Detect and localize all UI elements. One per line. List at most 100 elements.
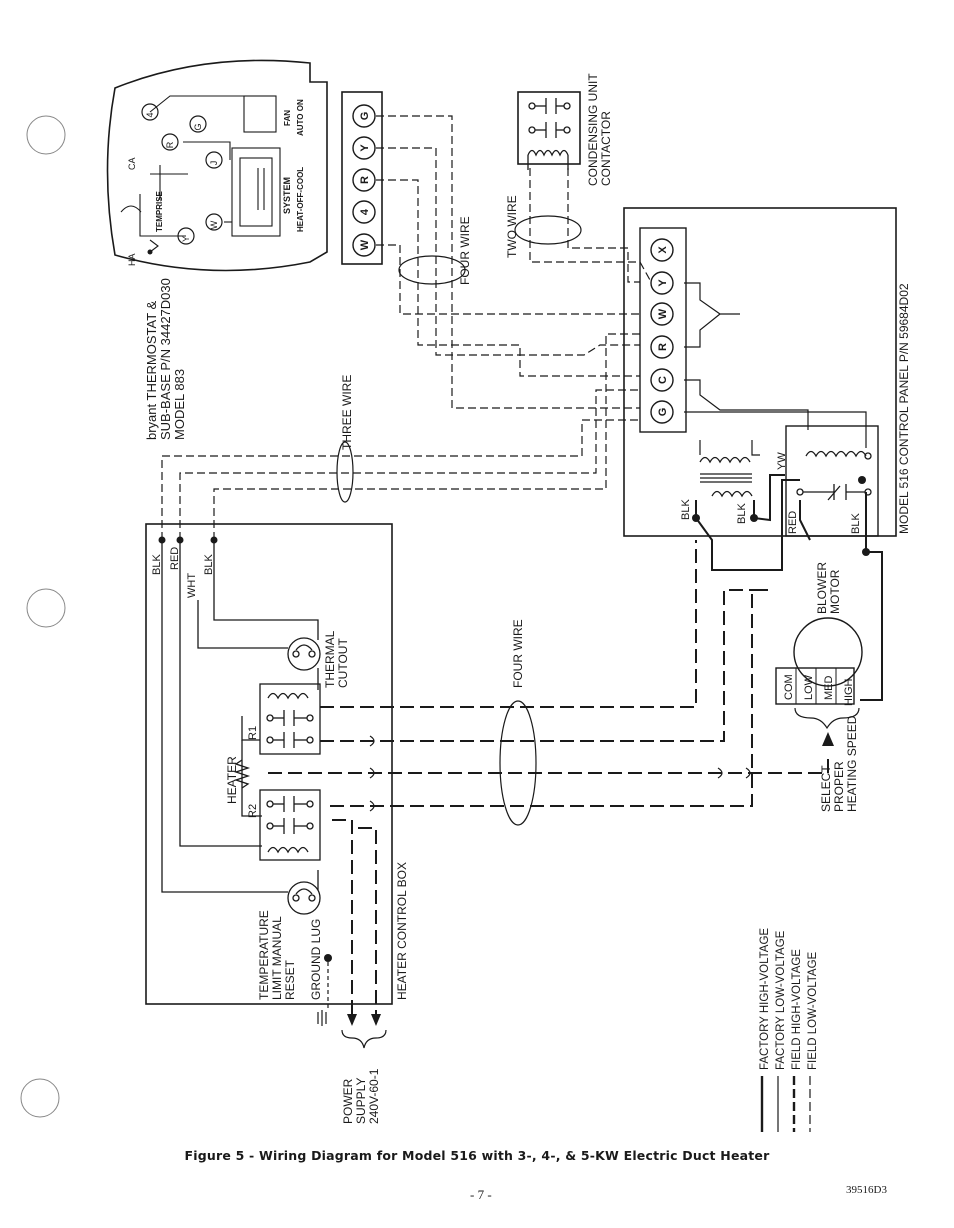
power-supply-label: 240V-60-1 [367, 1068, 381, 1124]
panel-terminal-label: R [657, 343, 669, 351]
heater-wire-label: WHT [186, 573, 198, 598]
subbase-terminal-label: G [359, 112, 371, 121]
power-arrows [347, 1014, 381, 1026]
panel-wire-blk-2: BLK [736, 503, 748, 524]
subbase-terminal-w [352, 233, 376, 257]
contactor-label: CONDENSING UNIT [586, 73, 600, 186]
thermostat-model-label: MODEL 883 [172, 369, 187, 440]
thermostat-terminal-label: 4 [145, 112, 155, 117]
legend-label: FACTORY HIGH-VOLTAGE [759, 928, 771, 1070]
blower-speed-terminal-block [775, 667, 855, 705]
thermostat-terminal-label: W [209, 220, 219, 229]
subbase-terminal-y [352, 136, 376, 160]
four-wire-bottom-bundle-marker [499, 700, 537, 826]
temperature-limit-switch [287, 881, 321, 915]
panel-terminal-label: W [657, 308, 669, 319]
ground-lug-label: GROUND LUG [309, 919, 323, 1000]
legend-label: FIELD LOW-VOLTAGE [807, 951, 819, 1070]
system-label: SYSTEM [282, 177, 292, 214]
thermal-cutout [287, 637, 321, 671]
figure-caption: Figure 5 - Wiring Diagram for Model 516 … [184, 1148, 770, 1163]
thermostat-subbase-label: SUB-BASE P/N 34427D030 [158, 278, 173, 440]
thermostat-terminal-y [177, 227, 195, 245]
thermostat-outline [106, 59, 328, 272]
thermostat-terminal-label: G [193, 123, 203, 130]
heater-wire-dots [158, 536, 218, 544]
field-high-voltage-wiring [268, 540, 829, 1020]
power-supply-label: POWER [341, 1078, 355, 1124]
temperature-limit-label: LIMIT MANUAL [270, 916, 284, 1000]
subbase-terminal-g [352, 104, 376, 128]
select-speed-label: HEATING SPEED [845, 715, 859, 812]
blower-terminal-med: MED [823, 676, 835, 701]
blower-motor-label: BLOWER [815, 562, 829, 614]
thermostat-terminal-j [205, 151, 223, 169]
panel-terminal-x [650, 238, 674, 262]
ca-label: CA [127, 157, 137, 170]
thermostat-terminal-g [189, 115, 207, 133]
blower-terminal-com: COM [783, 674, 795, 700]
temperature-limit-label: TEMPERATURE [257, 910, 271, 1000]
power-supply-label: SUPPLY [354, 1078, 368, 1124]
subbase-terminal-label: 4 [359, 208, 371, 215]
speed-select-arrow [822, 732, 834, 746]
factory-low-voltage-wiring [684, 282, 867, 456]
control-panel-label: MODEL 516 CONTROL PANEL P/N 59684D02 [897, 283, 911, 534]
blower-terminal-high: HIGH [843, 678, 855, 706]
four-wire-bottom-label: FOUR WIRE [511, 619, 525, 688]
select-speed-label: PROPER [832, 761, 846, 812]
subbase-terminal-label: W [359, 239, 371, 250]
subbase-terminal-label: Y [359, 144, 371, 152]
ha-label: HA [127, 253, 137, 266]
two-wire-label: TWO WIRE [505, 195, 519, 258]
blower-terminal-low: LOW [803, 674, 815, 700]
thermostat-switch-block [231, 147, 281, 237]
ground-lug [317, 954, 332, 1026]
blower-relay [796, 450, 872, 501]
thermostat-terminal-r [161, 133, 179, 151]
subbase-terminal-label: R [359, 176, 371, 184]
wire-crossover-hops [369, 735, 751, 812]
panel-terminal-label: C [657, 376, 669, 384]
panel-terminal-label: G [657, 408, 669, 417]
two-wire-bundle-marker [514, 215, 582, 245]
legend-label: FACTORY LOW-VOLTAGE [775, 930, 787, 1070]
control-panel [623, 207, 897, 537]
legend-label: FIELD HIGH-VOLTAGE [791, 949, 803, 1070]
heater-control-box-label: HEATER CONTROL BOX [395, 862, 409, 1000]
binder-hole-bottom [20, 1078, 60, 1118]
subbase-terminal-4 [352, 200, 376, 224]
heater-element [233, 759, 251, 789]
speed-select-brace [794, 707, 860, 730]
relay-r1 [259, 683, 321, 755]
condensing-unit-contactor [517, 91, 581, 170]
fan-options: AUTO ON [296, 99, 305, 136]
legend: FACTORY HIGH-VOLTAGE FACTORY LOW-VOLTAGE… [759, 928, 819, 1132]
thermostat: 4 R G J W Y CA HA TEMPRISE FAN AUTO ON S… [106, 59, 328, 272]
heater-label: HEATER [225, 756, 239, 804]
thermal-cutout-label: CUTOUT [336, 638, 350, 688]
control-panel-terminals [650, 238, 674, 424]
panel-terminal-label: Y [657, 279, 669, 287]
panel-wire-blk-1: BLK [680, 499, 692, 520]
panel-terminal-y [650, 271, 674, 295]
relay-r2-label: R2 [247, 804, 259, 818]
thermostat-terminal-label: J [209, 161, 219, 166]
thermostat-terminal-w [205, 213, 223, 231]
blower-motor: BLOWER MOTOR COM LOW MED HIGH [775, 562, 863, 746]
binder-holes [20, 115, 66, 1118]
document-number: 39516D3 [846, 1184, 887, 1196]
blower-motor-circle [793, 617, 863, 687]
panel-terminal-g [650, 400, 674, 424]
blower-motor-label: MOTOR [828, 569, 842, 614]
four-wire-top-bundle-marker [398, 255, 466, 285]
field-low-voltage-wiring [161, 115, 651, 540]
four-wire-top-label: FOUR WIRE [458, 216, 472, 285]
contactor-label: CONTACTOR [599, 111, 613, 186]
connection-dots [692, 476, 870, 556]
heater-wire-label: RED [169, 547, 181, 570]
select-speed-label: SELECT [819, 765, 833, 812]
subbase-terminal-r [352, 168, 376, 192]
three-wire-bundle-marker [336, 441, 354, 503]
panel-terminal-label: X [657, 246, 669, 254]
